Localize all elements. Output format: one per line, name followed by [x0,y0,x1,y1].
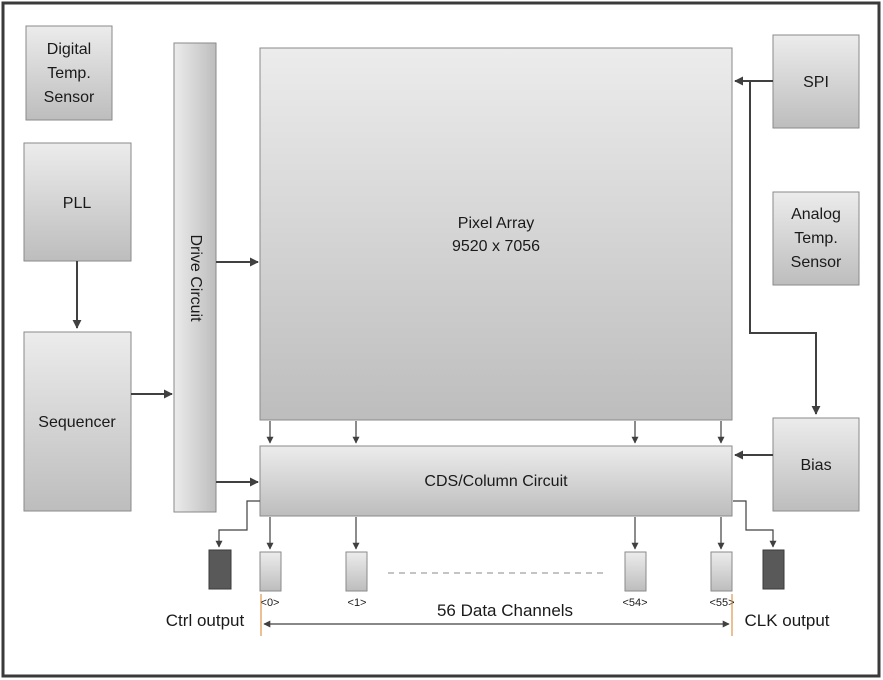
pixel-to-cds-arrows [266,421,725,444]
bias-label: Bias [800,457,831,474]
digital-temp-sensor-line3: Sensor [44,89,95,106]
spi-block: SPI [772,34,860,129]
data-channels-label: 56 Data Channels [437,601,573,620]
analog-temp-sensor-line3: Sensor [791,254,842,271]
connections [72,76,821,487]
channel-pads [208,549,785,592]
digital-temp-sensor-line1: Digital [47,41,91,58]
analog-temp-sensor-block: Analog Temp. Sensor [772,191,860,286]
cds-column-circuit-block: CDS/Column Circuit [259,445,733,517]
pixel-array-title: Pixel Array [458,215,534,232]
channel-pad-55 [710,551,733,592]
drive-circuit-block: Drive Circuit [173,42,217,513]
digital-temp-sensor-block: Digital Temp. Sensor [25,25,113,121]
clk-output-label: CLK output [744,611,829,630]
sequencer-block: Sequencer [23,331,132,512]
spi-label: SPI [803,74,829,91]
channel-pad-54 [624,551,647,592]
pll-block: PLL [23,142,132,262]
analog-temp-sensor-line2: Temp. [794,230,838,247]
channel-label-0: <0> [261,597,280,609]
analog-temp-sensor-line1: Analog [791,206,841,223]
pixel-array-resolution: 9520 x 7056 [452,238,540,255]
channel-label-54: <54> [622,597,647,609]
arrow-clk-output [733,500,777,548]
cds-column-circuit-label: CDS/Column Circuit [424,473,568,490]
ctrl-output-pad [208,549,232,590]
ctrl-output-label: Ctrl output [166,611,245,630]
arrow-spi-to-bias [749,81,821,415]
channel-pad-1 [345,551,368,592]
channel-label-55: <55> [709,597,734,609]
clk-output-pad [762,549,785,590]
channel-label-1: <1> [348,597,367,609]
bias-block: Bias [772,417,860,512]
sequencer-label: Sequencer [38,414,116,431]
arrow-ctrl-output [215,500,260,548]
cds-to-channel-arrows [215,500,777,550]
channel-pad-0 [259,551,282,592]
pixel-array-block: Pixel Array 9520 x 7056 [259,47,733,421]
drive-circuit-label: Drive Circuit [187,234,204,322]
digital-temp-sensor-line2: Temp. [47,65,91,82]
pll-label: PLL [63,195,92,212]
